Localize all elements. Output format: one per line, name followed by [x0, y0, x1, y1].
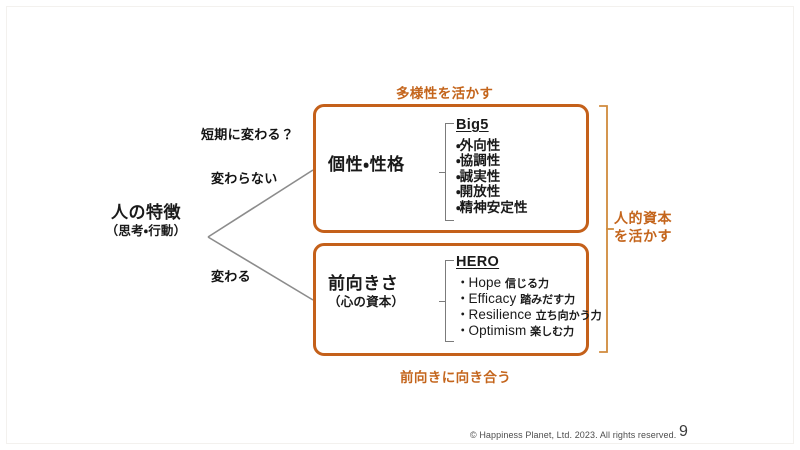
list-hero: HERO ・Hope 信じる力 ・Efficacy 踏みだす力 ・Resilie… [456, 254, 602, 338]
list-item-term: Hope [468, 274, 502, 290]
list-item-term: 協調性 [459, 153, 501, 168]
box-personality-heading: 個性・性格 [328, 155, 405, 175]
page-number: 9 [679, 423, 688, 440]
branch-label-changed: 変わる [211, 269, 251, 284]
root-node: 人の特徴 （思考・行動） [84, 203, 208, 239]
root-node-subtitle: （思考・行動） [105, 224, 187, 239]
bullet-icon: ・ [456, 274, 469, 290]
list-big5: Big5 ・外向性 ・協調性 ・誠実性 ・開放性 ・精神安定性 [456, 117, 528, 214]
list-item-term: Efficacy [468, 290, 517, 306]
branch-label-unchanged: 変わらない [211, 171, 278, 186]
bullet-icon: ・ [456, 153, 460, 168]
bracket-big5 [439, 123, 454, 221]
list-item-term: 精神安定性 [459, 199, 528, 215]
branch-label-question: 短期に変わる？ [201, 127, 295, 142]
list-hero-title: HERO [456, 254, 500, 270]
bullet-icon: ・ [456, 168, 460, 184]
box-positivity: 前向きさ （心の資本） HERO ・Hope 信じる力 ・Efficacy 踏み… [313, 243, 602, 356]
root-node-title: 人の特徴 [111, 203, 181, 222]
bullet-icon: ・ [456, 184, 460, 199]
bullet-icon: ・ [456, 322, 469, 338]
list-item: ・開放性 [456, 185, 528, 199]
list-item-term: 外向性 [459, 137, 501, 153]
list-item: ・Efficacy 踏みだす力 [456, 290, 602, 306]
box-positivity-heading: 前向きさ （心の資本） [328, 274, 404, 309]
list-item: ・Hope 信じる力 [456, 274, 602, 290]
list-item: ・誠実性 [456, 168, 528, 184]
box-personality: 個性・性格 Big5 ・外向性 ・協調性 ・誠実性 ・開放性 ・精神安定性 [313, 104, 589, 233]
list-item-gloss: 踏みだす力 [520, 293, 576, 306]
list-item: ・精神安定性 [456, 199, 528, 215]
bullet-icon: ・ [456, 290, 469, 306]
list-item-term: Optimism [468, 322, 527, 338]
bracket-hero [439, 260, 454, 342]
bracket-big5-nub [439, 172, 446, 173]
list-item: ・外向性 [456, 137, 528, 153]
list-item-term: Resilience [468, 306, 532, 322]
footer-copyright: © Happiness Planet, Ltd. 2023. All right… [470, 430, 677, 440]
list-item: ・協調性 [456, 154, 528, 168]
list-item-gloss: 楽しむ力 [530, 325, 575, 338]
summary-label-line2: を活かす [614, 228, 672, 245]
list-big5-title: Big5 [456, 117, 489, 133]
box-positivity-heading-sub: （心の資本） [328, 294, 405, 309]
caption-diversity: 多様性を活かす [396, 86, 494, 101]
bracket-hero-nub [439, 301, 446, 302]
caption-positivity: 前向きに向き合う [400, 370, 512, 385]
list-item-gloss: 信じる力 [505, 277, 550, 290]
summary-label-line1: 人的資本 [614, 210, 672, 226]
bullet-icon: ・ [456, 137, 460, 153]
box-positivity-heading-main: 前向きさ [328, 274, 399, 293]
list-item: ・Resilience 立ち向かう力 [456, 306, 602, 322]
list-item-term: 開放性 [459, 184, 501, 199]
bullet-icon: ・ [456, 199, 460, 215]
list-item: ・Optimism 楽しむ力 [456, 322, 602, 338]
list-item-gloss: 立ち向かう力 [535, 309, 602, 322]
bullet-icon: ・ [456, 306, 469, 322]
box-personality-heading-main: 個性・性格 [328, 155, 405, 174]
list-item-term: 誠実性 [459, 168, 501, 184]
summary-label: 人的資本 を活かす [614, 209, 700, 246]
